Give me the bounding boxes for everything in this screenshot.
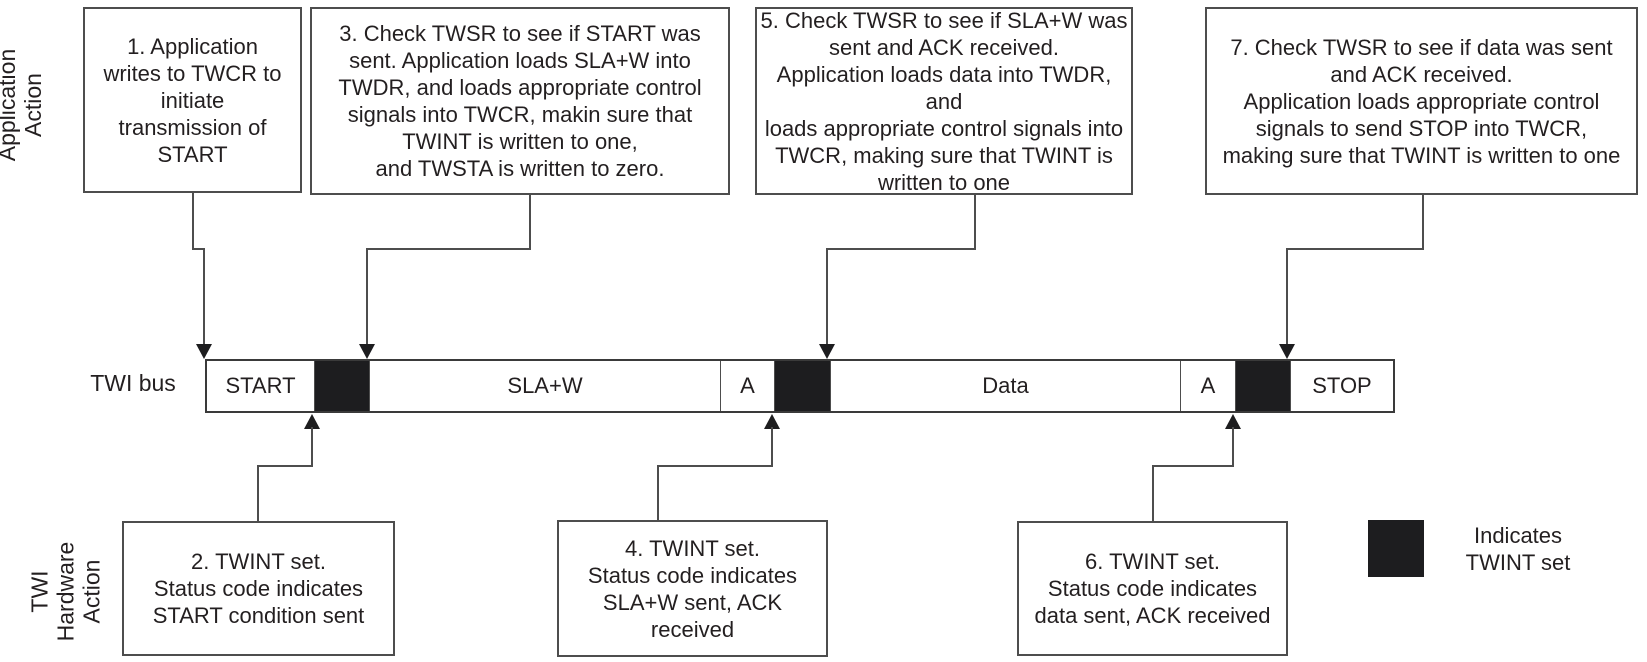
arrow-down-icon (1279, 344, 1295, 359)
application-action-axis-label: Application Action (0, 48, 46, 162)
connector-line (203, 248, 205, 345)
arrow-up-icon (1225, 414, 1241, 429)
connector-line (657, 465, 659, 521)
connector-line (366, 248, 368, 345)
connector-line (1152, 465, 1154, 522)
connector-line (1152, 465, 1234, 467)
connector-line (826, 248, 828, 345)
connector-line (192, 248, 205, 250)
application-box-step-7: 7. Check TWSR to see if data was sent an… (1205, 7, 1638, 195)
connector-line (826, 248, 976, 250)
connector-line (1286, 248, 1288, 345)
connector-line (257, 465, 259, 522)
bus-segment-sla-w: SLA+W (369, 361, 720, 411)
connector-line (771, 427, 773, 467)
twi-bus-bar: START SLA+W A Data A STOP (205, 359, 1395, 413)
connector-line (974, 195, 976, 250)
twi-hardware-action-axis-label: TWI Hardware Action (26, 541, 105, 642)
bus-segment-ack-2: A (1180, 361, 1235, 411)
hardware-box-step-2: 2. TWINT set. Status code indicates STAR… (122, 521, 395, 656)
arrow-down-icon (196, 344, 212, 359)
bus-segment-twint-marker (774, 361, 830, 411)
bus-segment-stop: STOP (1290, 361, 1393, 411)
arrow-up-icon (304, 414, 320, 429)
connector-line (257, 465, 313, 467)
arrow-down-icon (359, 344, 375, 359)
connector-line (1232, 427, 1234, 467)
connector-line (1286, 248, 1424, 250)
bus-segment-start: START (225, 373, 296, 398)
connector-line (1422, 195, 1424, 250)
connector-line (529, 195, 531, 250)
connector-line (192, 193, 194, 250)
hardware-box-step-6: 6. TWINT set. Status code indicates data… (1017, 521, 1288, 656)
bus-segment-ack-1: A (720, 361, 774, 411)
hardware-box-step-4: 4. TWINT set. Status code indicates SLA+… (557, 520, 828, 657)
bus-segment-data: Data (830, 361, 1180, 411)
twi-bus-label: TWI bus (90, 370, 176, 396)
legend-label: Indicates TWINT set (1465, 523, 1571, 575)
bus-segment-twint-marker (314, 361, 369, 411)
connector-line (311, 427, 313, 467)
connector-line (657, 465, 773, 467)
arrow-down-icon (819, 344, 835, 359)
application-box-step-1: 1. Application writes to TWCR to initiat… (83, 7, 302, 193)
bus-segment-twint-marker (1235, 361, 1290, 411)
arrow-up-icon (764, 414, 780, 429)
twint-set-marker-swatch (1368, 520, 1424, 577)
application-box-step-5: 5. Check TWSR to see if SLA+W was sent a… (755, 7, 1133, 195)
application-box-step-3: 3. Check TWSR to see if START was sent. … (310, 7, 730, 195)
connector-line (366, 248, 531, 250)
